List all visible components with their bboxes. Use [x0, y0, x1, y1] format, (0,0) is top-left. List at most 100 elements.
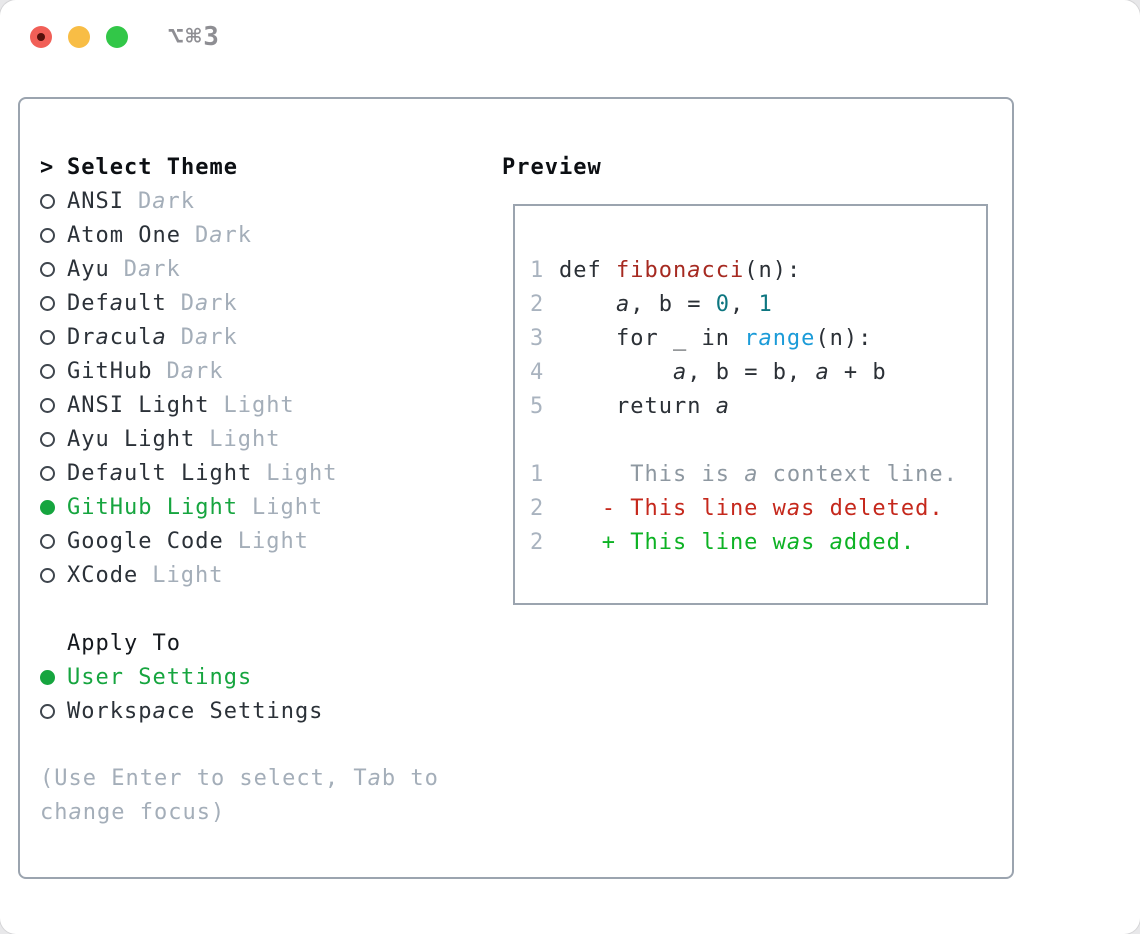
close-button[interactable]: [30, 26, 52, 48]
code-segment: (n):: [744, 257, 802, 283]
radio-unselected-icon: [40, 227, 55, 243]
theme-option[interactable]: ANSI Dark: [40, 184, 480, 218]
line-number: 1: [530, 461, 545, 487]
radio-unselected-icon: [40, 295, 55, 311]
code-line: 2 - This line was deleted.: [530, 491, 976, 525]
code-segment: return a: [559, 393, 730, 419]
theme-variant-tag: Light: [251, 494, 324, 520]
titlebar: [30, 26, 144, 48]
theme-name: ANSI: [67, 188, 124, 214]
theme-option[interactable]: XCode Light: [40, 558, 480, 592]
select-theme-header: > Select Theme: [40, 150, 480, 184]
theme-name: Atom One: [67, 222, 181, 248]
gap: [40, 592, 480, 626]
apply-to-header: Apply To: [67, 630, 181, 656]
radio-unselected-icon: [40, 431, 55, 447]
cursor-prompt-icon: >: [40, 154, 55, 180]
radio-unselected-icon: [40, 363, 55, 379]
minimize-button[interactable]: [68, 26, 90, 48]
theme-variant-tag: Dark: [180, 324, 238, 350]
theme-option[interactable]: Default Dark: [40, 286, 480, 320]
theme-name: Default Light: [67, 460, 253, 486]
code-line: [530, 423, 976, 457]
theme-variant-tag: Dark: [137, 188, 195, 214]
code-line: 2 + This line was added.: [530, 525, 976, 559]
line-number: 2: [530, 495, 545, 521]
theme-name: Ayu Light: [67, 426, 196, 452]
preview-title: Preview: [502, 154, 602, 180]
code-line: 2 a, b = 0, 1: [530, 287, 976, 321]
code-segment: - This line was deleted.: [559, 495, 944, 521]
help-text: (Use Enter to select, Tab to change focu…: [40, 766, 439, 825]
line-number: 2: [530, 529, 545, 555]
theme-option[interactable]: GitHub Dark: [40, 354, 480, 388]
radio-selected-icon: [40, 669, 55, 685]
line-number: 5: [530, 393, 545, 419]
radio-selected-icon: [40, 499, 55, 515]
theme-variant-tag: Light: [209, 426, 281, 452]
theme-option[interactable]: Atom One Dark: [40, 218, 480, 252]
theme-variant-tag: Dark: [166, 358, 224, 384]
code-segment: a, b =: [615, 291, 716, 317]
zoom-button[interactable]: [106, 26, 128, 48]
theme-variant-tag: Dark: [180, 290, 238, 316]
theme-name: Ayu: [67, 256, 110, 282]
theme-option[interactable]: Default Light Light: [40, 456, 480, 490]
code-segment: range: [744, 325, 816, 351]
theme-variant-tag: Light: [223, 392, 295, 418]
theme-variant-tag: Light: [152, 562, 224, 588]
theme-option[interactable]: Google Code Light: [40, 524, 480, 558]
apply-to-option[interactable]: User Settings: [40, 660, 480, 694]
apply-to-option-label: Workspace Settings: [67, 698, 324, 724]
theme-option[interactable]: ANSI Light Light: [40, 388, 480, 422]
theme-option[interactable]: GitHub Light Light: [40, 490, 480, 524]
theme-name: GitHub Light: [67, 494, 238, 520]
theme-variant-tag: Light: [266, 460, 338, 486]
code-line: 3 for _ in range(n):: [530, 321, 976, 355]
code-segment: for _ in: [559, 325, 745, 351]
code-segment: 1: [758, 291, 773, 317]
radio-unselected-icon: [40, 329, 55, 345]
theme-name: GitHub: [67, 358, 153, 384]
code-segment: fibonacci: [615, 257, 745, 283]
apply-to-option[interactable]: Workspace Settings: [40, 694, 480, 728]
code-line: 5 return a: [530, 389, 976, 423]
radio-unselected-icon: [40, 193, 55, 209]
theme-name: Dracula: [67, 324, 167, 350]
code-line: 4 a, b = b, a + b: [530, 355, 976, 389]
radio-unselected-icon: [40, 261, 55, 277]
code-line: 1 def fibonacci(n):: [530, 253, 976, 287]
radio-unselected-icon: [40, 567, 55, 583]
code-segment: def: [559, 257, 616, 283]
select-theme-title: Select Theme: [67, 154, 238, 180]
theme-option[interactable]: Ayu Light Light: [40, 422, 480, 456]
radio-unselected-icon: [40, 533, 55, 549]
code-line: 1 This is a context line.: [530, 457, 976, 491]
line-number: 2: [530, 291, 545, 317]
apply-to-option-label: User Settings: [67, 664, 253, 690]
theme-name: ANSI Light: [67, 392, 210, 418]
theme-name: Default: [67, 290, 167, 316]
code-segment: This is a context line.: [559, 461, 958, 487]
theme-option[interactable]: Dracula Dark: [40, 320, 480, 354]
radio-unselected-icon: [40, 465, 55, 481]
code-segment: + This line was added.: [559, 529, 916, 555]
theme-name: Google Code: [67, 528, 224, 554]
code-segment: 0: [715, 291, 730, 317]
code-segment: a, b = b, a + b: [672, 359, 887, 385]
theme-variant-tag: Light: [237, 528, 309, 554]
radio-unselected-icon: [40, 397, 55, 413]
line-number: 1: [530, 257, 545, 283]
line-number: 4: [530, 359, 545, 385]
line-number: 3: [530, 325, 545, 351]
theme-variant-tag: Dark: [194, 222, 252, 248]
code-segment: (n):: [815, 325, 873, 351]
theme-name: XCode: [67, 562, 139, 588]
